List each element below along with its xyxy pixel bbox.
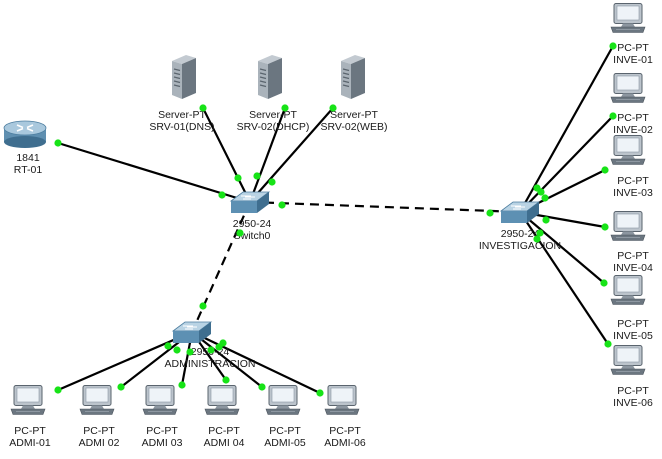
server-icon <box>172 55 196 99</box>
pc-icon <box>610 211 646 241</box>
device-name: INVE-03 <box>613 187 653 199</box>
link-swinv-inv05 <box>519 211 605 284</box>
switch-icon <box>229 191 271 213</box>
device-model: PC-PT <box>617 112 649 124</box>
device-model: PC-PT <box>617 42 649 54</box>
device-name: INVE-06 <box>613 397 653 409</box>
device-name: ADMI 02 <box>78 437 120 449</box>
server-icon <box>341 55 365 99</box>
pc-icon <box>10 385 46 415</box>
device-name: Switch0 <box>233 230 271 242</box>
device-name: SRV-02(WEB) <box>320 121 388 133</box>
device-name: ADMI 03 <box>141 437 183 449</box>
device-model: PC-PT <box>617 385 649 397</box>
device-model: PC-PT <box>269 425 301 437</box>
pc-icon <box>610 275 646 305</box>
device-name: INVE-05 <box>613 330 653 342</box>
pc-icon <box>79 385 115 415</box>
device-name: INVE-04 <box>613 262 653 274</box>
link-swinv-inv06 <box>519 211 609 345</box>
link-swadm-adm06 <box>191 331 321 394</box>
device-name: INVE-02 <box>613 124 653 136</box>
link-sw0-swadm <box>190 201 252 333</box>
device-name: ADMI-06 <box>324 437 366 449</box>
pc-icon <box>142 385 178 415</box>
link-swadm-adm05 <box>191 331 263 388</box>
device-model: PC-PT <box>146 425 178 437</box>
device-model: Server-PT <box>158 109 206 121</box>
link-swinv-inv02 <box>519 115 614 213</box>
link-srv02a-sw0 <box>248 107 287 203</box>
device-model: 1841 <box>16 152 40 164</box>
pc-icon <box>265 385 301 415</box>
device-model: 2950-24 <box>232 218 272 230</box>
switch-icon <box>499 201 541 223</box>
device-model: 2950-24 <box>190 346 230 358</box>
link-srv01-sw0 <box>202 107 251 203</box>
device-model: Server-PT <box>330 109 378 121</box>
pc-icon <box>610 3 646 33</box>
device-name: ADMI-01 <box>9 437 51 449</box>
device-name: INVESTIGACION <box>478 240 562 252</box>
device-model: PC-PT <box>617 175 649 187</box>
pc-icon <box>204 385 240 415</box>
link-rt01-sw0 <box>57 141 251 204</box>
link-swadm-adm01 <box>57 330 193 392</box>
device-model: Server-PT <box>249 109 297 121</box>
pc-icon <box>610 135 646 165</box>
device-model: PC-PT <box>617 318 649 330</box>
link-sw0-swinv <box>249 200 521 214</box>
device-name: ADMI-05 <box>264 437 306 449</box>
device-name: SRV-02(DHCP) <box>236 121 310 133</box>
device-name: ADMI 04 <box>203 437 245 449</box>
device-model: PC-PT <box>329 425 361 437</box>
server-icon <box>258 55 282 99</box>
device-name: RT-01 <box>13 164 43 176</box>
pc-icon <box>610 345 646 375</box>
switch-icon <box>171 321 213 343</box>
pc-icon <box>324 385 360 415</box>
device-name: ADMINISTRACION <box>164 358 256 370</box>
pc-icon <box>610 73 646 103</box>
device-model: 2950-24 <box>500 228 540 240</box>
device-name: INVE-01 <box>613 54 653 66</box>
device-model: PC-PT <box>617 250 649 262</box>
device-model: PC-PT <box>14 425 46 437</box>
link-swinv-inv01 <box>519 45 614 213</box>
link-srv02b-sw0 <box>249 107 334 203</box>
router-icon <box>3 120 47 148</box>
device-model: PC-PT <box>83 425 115 437</box>
device-model: PC-PT <box>208 425 240 437</box>
device-name: SRV-01(DNS) <box>149 121 215 133</box>
